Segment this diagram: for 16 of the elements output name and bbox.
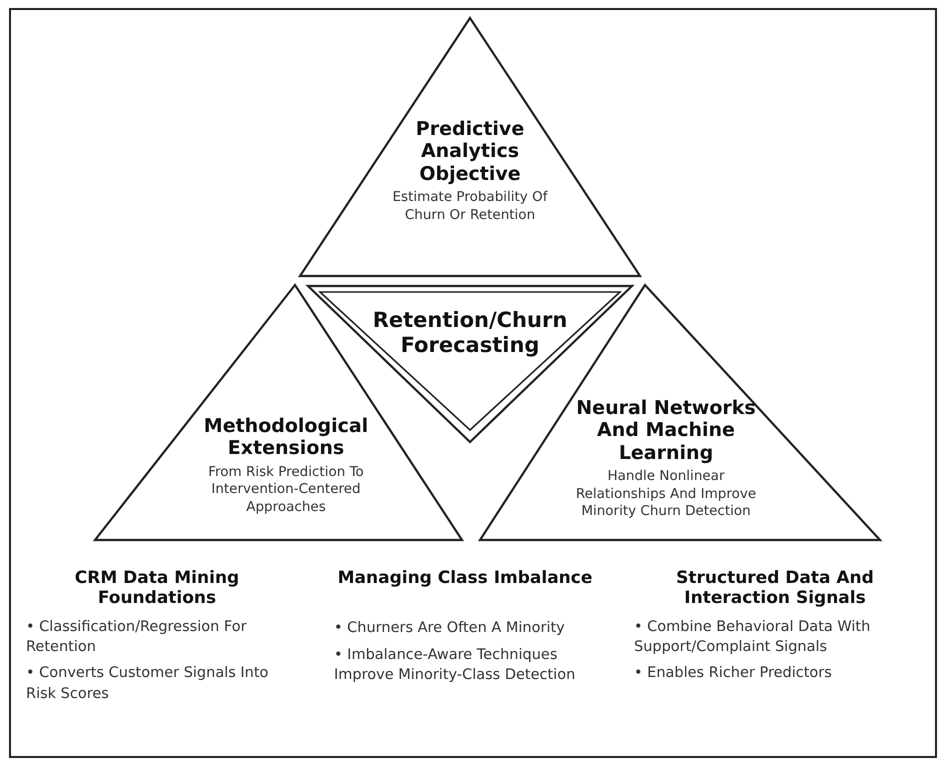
bullet-point: • Converts Customer Signals Into Risk Scores xyxy=(26,664,270,704)
column-heading: CRM Data Mining Foundations xyxy=(74,568,240,609)
segment-heading: Predictive Analytics Objective xyxy=(414,118,526,186)
column-heading: Managing Class Imbalance xyxy=(336,568,594,588)
bullet-point: • Enables Richer Predictors xyxy=(634,664,833,684)
segment-description: From Risk Prediction To Intervention-Centered Approaches xyxy=(207,464,365,516)
segment-heading: Neural Networks And Machine Learning xyxy=(575,397,757,464)
segment-heading: Methodological Extensions xyxy=(202,415,370,460)
bullet-point: • Combine Behavioral Data With Support/Complaint Signals xyxy=(634,618,872,658)
bullet-point: • Churners Are Often A Minority xyxy=(334,619,566,638)
bullet-point: • Classification/Regression For Retention xyxy=(26,618,248,658)
segment-description: Handle Nonlinear Relationships And Improve Minority Churn Detection xyxy=(574,468,758,521)
bullet-point: • Imbalance-Aware Techniques Improve Minority-Class Detection xyxy=(334,646,576,685)
segment-description: Estimate Probability Of Churn Or Retention xyxy=(392,189,549,224)
column-heading: Structured Data And Interaction Signals xyxy=(675,568,875,609)
segment-heading: Retention/Churn Forecasting xyxy=(372,308,568,358)
